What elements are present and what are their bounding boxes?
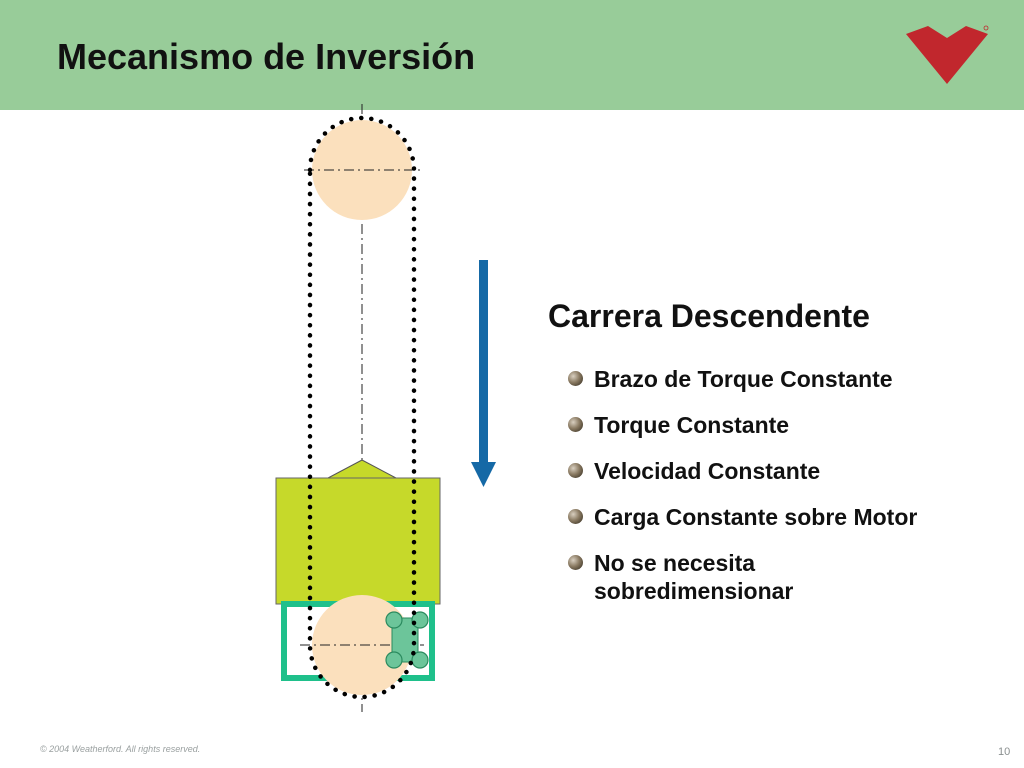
bullet-dot-icon <box>568 417 583 432</box>
bullet-text: No se necesita sobredimensionar <box>594 550 794 604</box>
link-pin-1 <box>385 611 403 629</box>
page-number: 10 <box>998 746 1011 758</box>
link-pin-3 <box>385 651 403 669</box>
section-subtitle: Carrera Descendente <box>548 298 870 334</box>
slide-title: Mecanismo de Inversión <box>57 36 476 77</box>
bullet-text: Torque Constante <box>594 412 790 438</box>
bullet-item: No se necesita sobredimensionar <box>568 549 854 605</box>
header-band <box>0 0 1024 110</box>
bullet-item: Carga Constante sobre Motor <box>568 503 988 531</box>
bullet-dot-icon <box>568 371 583 386</box>
bullet-text: Carga Constante sobre Motor <box>594 504 918 530</box>
link-pin-4 <box>411 651 429 669</box>
bullet-dot-icon <box>568 463 583 478</box>
bullet-list: Brazo de Torque Constante Torque Constan… <box>568 365 988 623</box>
chain-loop <box>307 115 417 700</box>
weatherford-logo-icon <box>906 25 989 84</box>
bullet-dot-icon <box>568 555 583 570</box>
bullet-item: Velocidad Constante <box>568 457 988 485</box>
down-arrow-head <box>471 462 496 487</box>
bullet-text: Brazo de Torque Constante <box>594 366 893 392</box>
bullet-dot-icon <box>568 509 583 524</box>
copyright-notice: © 2004 Weatherford. All rights reserved. <box>40 744 201 754</box>
bullet-item: Brazo de Torque Constante <box>568 365 988 393</box>
bullet-item: Torque Constante <box>568 411 988 439</box>
top-sprocket <box>312 120 412 220</box>
bullet-text: Velocidad Constante <box>594 458 821 484</box>
counterweight-top <box>327 459 397 479</box>
down-arrow-shaft <box>479 260 488 464</box>
